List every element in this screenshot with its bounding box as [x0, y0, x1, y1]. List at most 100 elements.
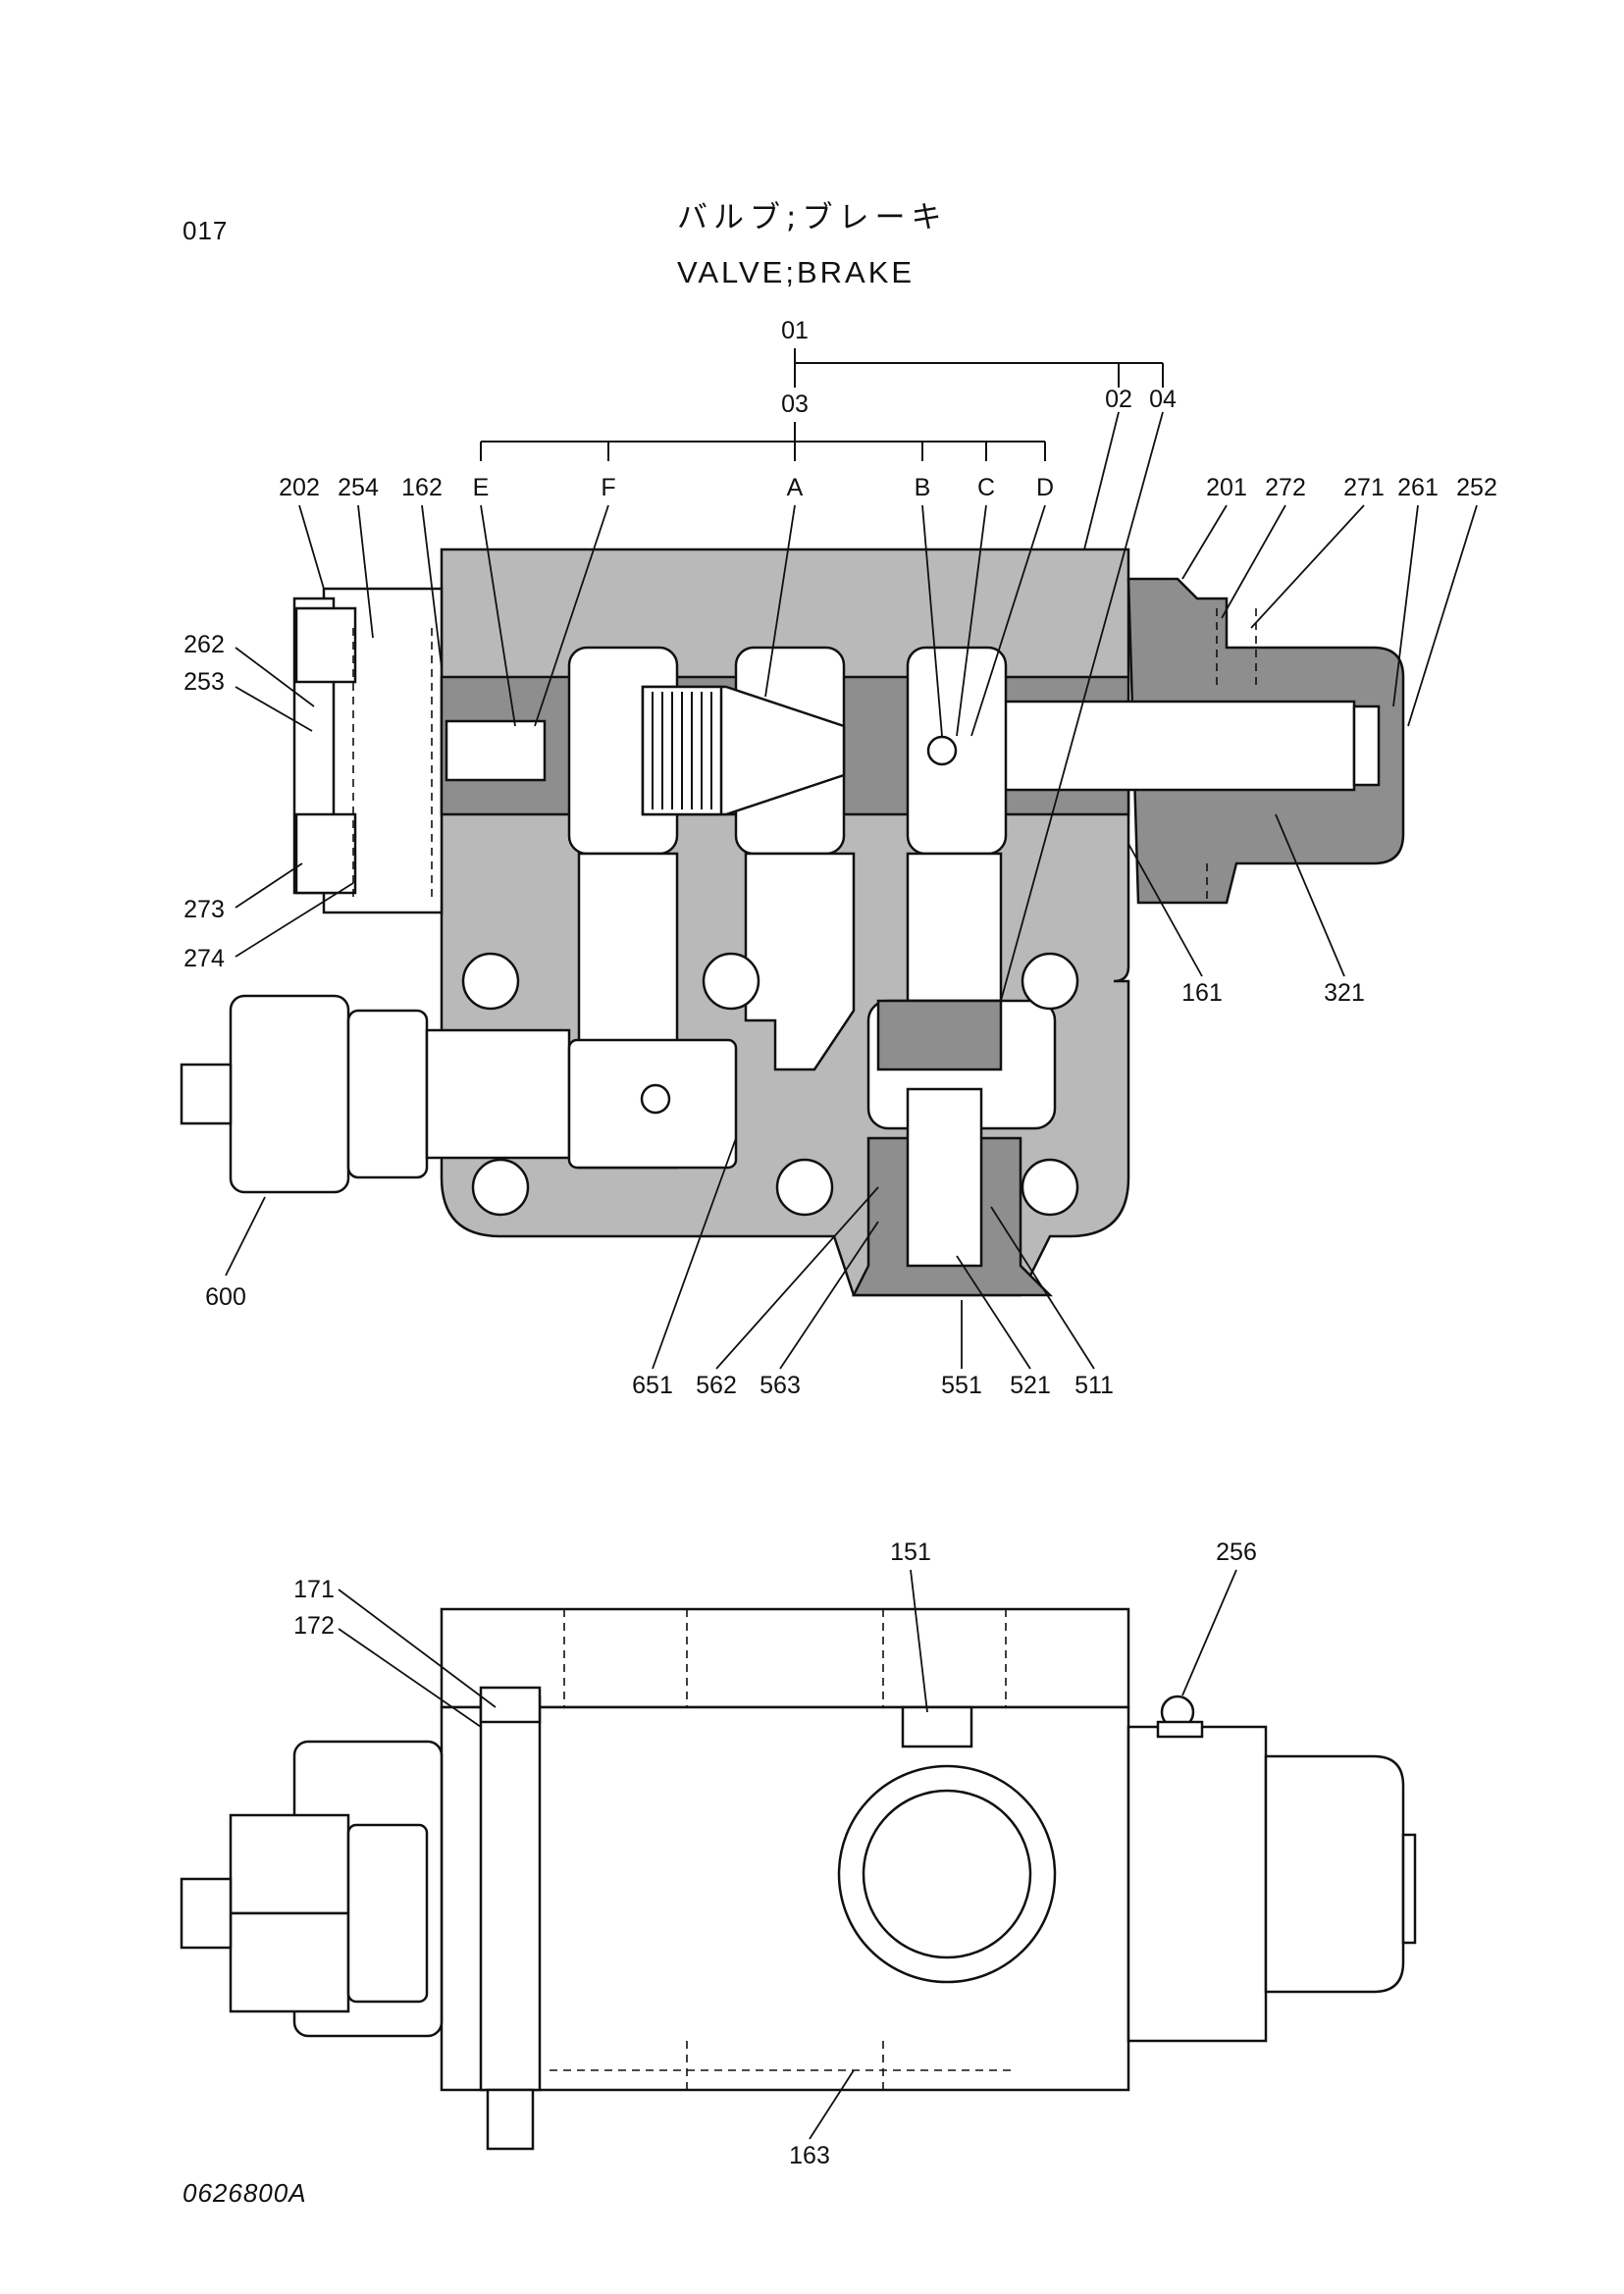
label-151: 151: [890, 1538, 931, 1566]
poppet-521: [906, 1087, 983, 1268]
drawing-id: 0626800A: [183, 2178, 307, 2208]
plug-151: [901, 1705, 973, 1748]
nut-600: [229, 994, 350, 1194]
top-right-cover: [1126, 1725, 1268, 2043]
label-161: 161: [1181, 979, 1223, 1007]
port-label-e: E: [473, 474, 490, 501]
breather-base: [1156, 1720, 1204, 1739]
label-01: 01: [781, 317, 809, 344]
bolt-hole: [471, 1158, 530, 1217]
label-262: 262: [183, 631, 225, 658]
label-04: 04: [1149, 386, 1177, 413]
leader-274: [235, 882, 354, 958]
leader-202: [298, 504, 325, 590]
leader-c: [956, 504, 987, 737]
label-163: 163: [789, 2142, 830, 2169]
spool-grooves: [652, 692, 712, 809]
label-551: 551: [941, 1372, 982, 1399]
label-272: 272: [1265, 474, 1306, 501]
label-202: 202: [279, 474, 320, 501]
leader-d: [970, 504, 1046, 737]
label-254: 254: [338, 474, 379, 501]
plug-202: [294, 606, 357, 684]
leader-562: [715, 1186, 879, 1370]
poppet-seat: [876, 999, 1003, 1071]
leader-261: [1392, 504, 1419, 707]
port-label-b: B: [915, 474, 931, 501]
hidden-line: [352, 608, 1257, 903]
top-fitting: [346, 1823, 429, 2004]
check-valve-ef: [445, 719, 547, 782]
leader-563: [779, 1221, 879, 1370]
label-271: 271: [1343, 474, 1385, 501]
passage-mid: [744, 852, 856, 1071]
label-563: 563: [760, 1372, 801, 1399]
bolt-hole: [1021, 952, 1079, 1011]
page-number: 017: [183, 216, 229, 245]
leader-252: [1407, 504, 1478, 727]
top-part-labels: 171 172 151 256 163: [293, 1538, 1257, 2169]
leader-262: [235, 647, 315, 707]
port-label-f: F: [601, 474, 615, 501]
label-02: 02: [1105, 386, 1132, 413]
label-651: 651: [632, 1372, 673, 1399]
leader-172: [338, 1628, 482, 1728]
bolt-hole: [461, 952, 520, 1011]
leader-171: [338, 1589, 497, 1708]
leader-162: [421, 504, 443, 668]
title-japanese: バルブ;ブレーキ: [677, 200, 948, 235]
label-562: 562: [696, 1372, 737, 1399]
label-256: 256: [1216, 1538, 1257, 1566]
top-nut-lower: [229, 1911, 350, 2013]
port-label-c: C: [977, 474, 995, 501]
title-english: VALVE;BRAKE: [677, 255, 916, 289]
top-right-cap: [1264, 1754, 1405, 1994]
top-stem: [180, 1877, 233, 1950]
section-view: [180, 547, 1405, 1297]
plug-273: [294, 812, 357, 895]
top-body-upper: [440, 1607, 1130, 1709]
leader-e: [480, 504, 516, 727]
bracket-01: [794, 348, 1164, 388]
bolt-hole: [1021, 1158, 1079, 1217]
bolt-171-head: [479, 1686, 542, 1724]
leader-b: [921, 504, 943, 737]
passage-right: [906, 852, 1003, 1003]
bolt-171-tail: [486, 2088, 535, 2151]
port-labels: E F A B C D: [473, 474, 1054, 737]
leader-272: [1221, 504, 1286, 619]
top-nut-upper: [229, 1813, 350, 1915]
bolt-hole: [775, 1158, 834, 1217]
label-261: 261: [1397, 474, 1439, 501]
section-part-labels: 202 254 162 201 272 271 261 252 262 253 …: [183, 474, 1497, 1399]
leader-161: [1127, 843, 1203, 977]
leader-256: [1181, 1569, 1237, 1696]
label-252: 252: [1456, 474, 1497, 501]
label-274: 274: [183, 945, 225, 972]
leader-151: [910, 1569, 928, 1713]
label-03: 03: [781, 391, 809, 418]
label-172: 172: [293, 1612, 335, 1640]
label-521: 521: [1010, 1372, 1051, 1399]
solenoid-body: [425, 1028, 571, 1160]
leader-253: [235, 686, 313, 732]
leader-a: [764, 504, 796, 698]
leader-02: [1083, 411, 1120, 550]
leader-511: [990, 1206, 1095, 1370]
port-label-d: D: [1036, 474, 1054, 501]
leader-651: [652, 1137, 737, 1370]
bolt-hole: [702, 952, 760, 1011]
leader-600: [225, 1196, 266, 1277]
bracket-03: [480, 422, 1046, 461]
label-273: 273: [183, 896, 225, 923]
label-511: 511: [1074, 1372, 1114, 1399]
leader-254: [357, 504, 374, 639]
label-201: 201: [1206, 474, 1247, 501]
label-162: 162: [401, 474, 443, 501]
label-171: 171: [293, 1576, 335, 1603]
top-view: [180, 1607, 1417, 2151]
leader-04: [1000, 411, 1164, 1002]
piston-321: [999, 700, 1356, 792]
port-label-a: A: [787, 474, 804, 501]
